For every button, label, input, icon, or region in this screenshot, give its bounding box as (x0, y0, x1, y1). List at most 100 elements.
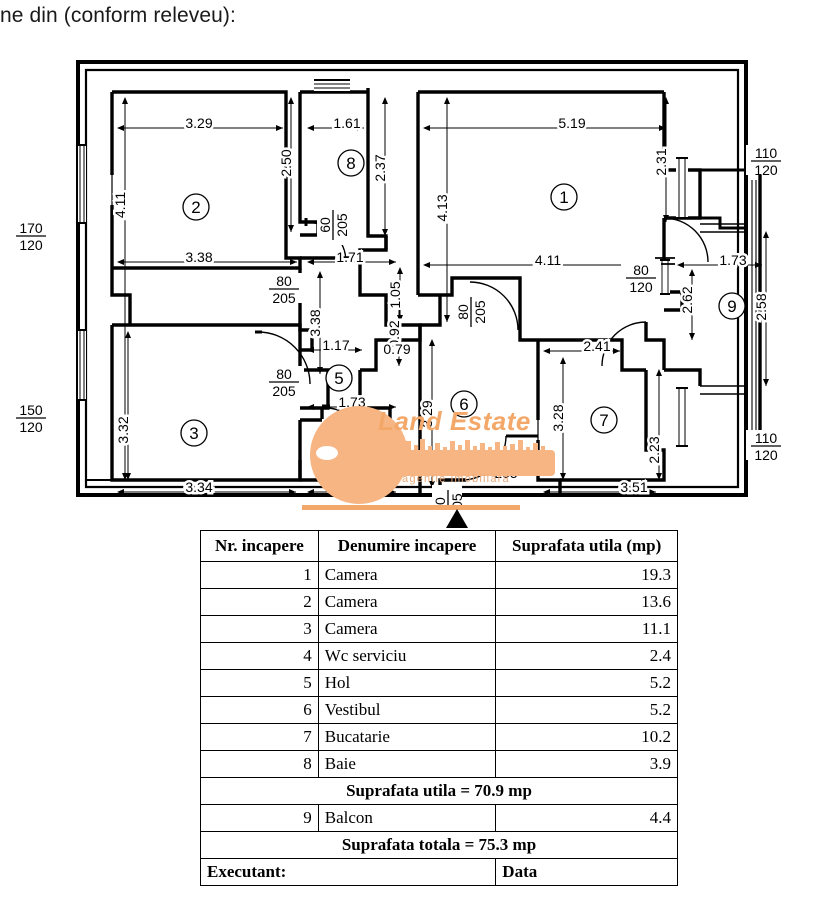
opening-label-bg (264, 366, 304, 396)
dimension-label-halo: 4.13 (434, 194, 450, 221)
dimension-label-halo: 4.11 (112, 192, 128, 218)
dimension-label-halo: 3.29 (419, 400, 435, 427)
opening-height-label: 205 (334, 213, 350, 237)
room-marker-9: 9 (718, 292, 746, 320)
opening-width-label: 80 (633, 262, 649, 278)
room-number-label: 9 (727, 297, 736, 316)
opening-height-label: 205 (272, 383, 296, 399)
dimension-label: 1.05 (387, 281, 403, 308)
dimension-label: 5.19 (558, 115, 585, 131)
dimension-label-halo: 2.41 (583, 338, 610, 354)
dimension-label: 0.92 (386, 320, 402, 347)
dimension-label-halo: 1.61 (333, 115, 360, 131)
opening-width-label: 110 (755, 145, 778, 161)
dimension-label-halo: 0.92 (386, 320, 402, 347)
dimension-label: 2.58 (753, 293, 769, 320)
dimension-label: 2.50 (278, 149, 294, 176)
room-number-label: 6 (459, 395, 468, 414)
header-nr: Nr. incapere (200, 530, 319, 562)
table-footer-row: Executant:Data (199, 858, 678, 886)
room-number-label: 1 (559, 188, 568, 207)
cell-nr: 7 (200, 723, 319, 751)
dimension-label: 1.17 (322, 337, 349, 353)
opening-width-label: 60 (317, 217, 333, 233)
cell-area: 11.1 (495, 615, 678, 643)
dimension-label-halo: 3.51 (620, 479, 647, 495)
dimension-label-halo: 3.38 (307, 309, 323, 336)
dimension-label: 1.73 (338, 394, 365, 410)
dimension-label-halo: 3.32 (115, 416, 131, 443)
dimension-label-halo: 2.23 (646, 436, 662, 463)
dimension-label: 3.29 (419, 400, 435, 427)
dimension-label: 1.71 (336, 249, 363, 265)
cell-nr: 5 (200, 669, 319, 697)
opening-label-bg (746, 430, 786, 460)
cell-name: Balcon (317, 804, 497, 832)
room-number-label: 5 (334, 369, 343, 388)
opening-label-bg (455, 292, 485, 332)
dimension-label-halo: 1.05 (387, 281, 403, 308)
dimension-label-halo: 2.37 (372, 154, 388, 181)
room-number-label: 3 (189, 424, 198, 443)
room-marker-2: 2 (182, 193, 210, 221)
opening-height-label: 205 (339, 427, 355, 451)
dimension-label-halo: 4.11 (535, 252, 561, 268)
orange-divider-bar (302, 505, 520, 510)
table-header-row: Nr. incapere Denumire incapere Suprafata… (200, 530, 678, 562)
header-area: Suprafata utila (mp) (495, 530, 678, 562)
opening-width-label: 60 (322, 431, 338, 447)
cell-nr: 2 (200, 588, 319, 616)
cell-name: Camera (317, 561, 497, 589)
page-caption: ne din (conform releveu): (0, 4, 236, 27)
room-schedule-table: Nr. incapere Denumire incapere Suprafata… (199, 530, 678, 886)
room-marker-7: 7 (590, 406, 618, 434)
opening-height-label: 205 (472, 300, 488, 324)
dimension-label: 3.38 (307, 309, 323, 336)
opening-height-label: 120 (754, 162, 778, 178)
opening-height-label: 120 (754, 447, 778, 463)
table-subtotal-row: Suprafata utila = 70.9 mp (200, 777, 678, 805)
dimension-label: 3.38 (185, 249, 212, 265)
footer-data: Data (495, 858, 678, 886)
dimension-label: 2.62 (679, 286, 695, 313)
room-number-label: 8 (346, 154, 355, 173)
room-marker-8: 8 (337, 149, 365, 177)
opening-width-label: 70 (498, 448, 514, 464)
cell-area: 5.2 (495, 696, 678, 724)
dimension-label-halo: 1.71 (336, 249, 363, 265)
dimension-label: 2.31 (653, 148, 669, 175)
room-number-label: 2 (191, 198, 200, 217)
cell-nr: 4 (200, 642, 319, 670)
north-arrow-icon (446, 509, 468, 528)
cell-nr: 6 (200, 696, 319, 724)
dimension-label: 2.23 (646, 436, 662, 463)
cell-name: Hol (317, 669, 497, 697)
dimension-label-halo: 3.29 (185, 115, 212, 131)
opening-label-bg (11, 220, 51, 250)
dimension-label: 3.51 (620, 479, 647, 495)
dimension-label: 4.13 (434, 194, 450, 221)
header-name: Denumire incapere (317, 530, 497, 562)
cell-name: Wc serviciu (317, 642, 497, 670)
dimension-label: 2.37 (372, 154, 388, 181)
opening-height-label: 120 (19, 237, 43, 253)
dimension-label-halo: 2.62 (679, 286, 695, 313)
table-total-row: Suprafata totala = 75.3 mp (200, 831, 678, 859)
